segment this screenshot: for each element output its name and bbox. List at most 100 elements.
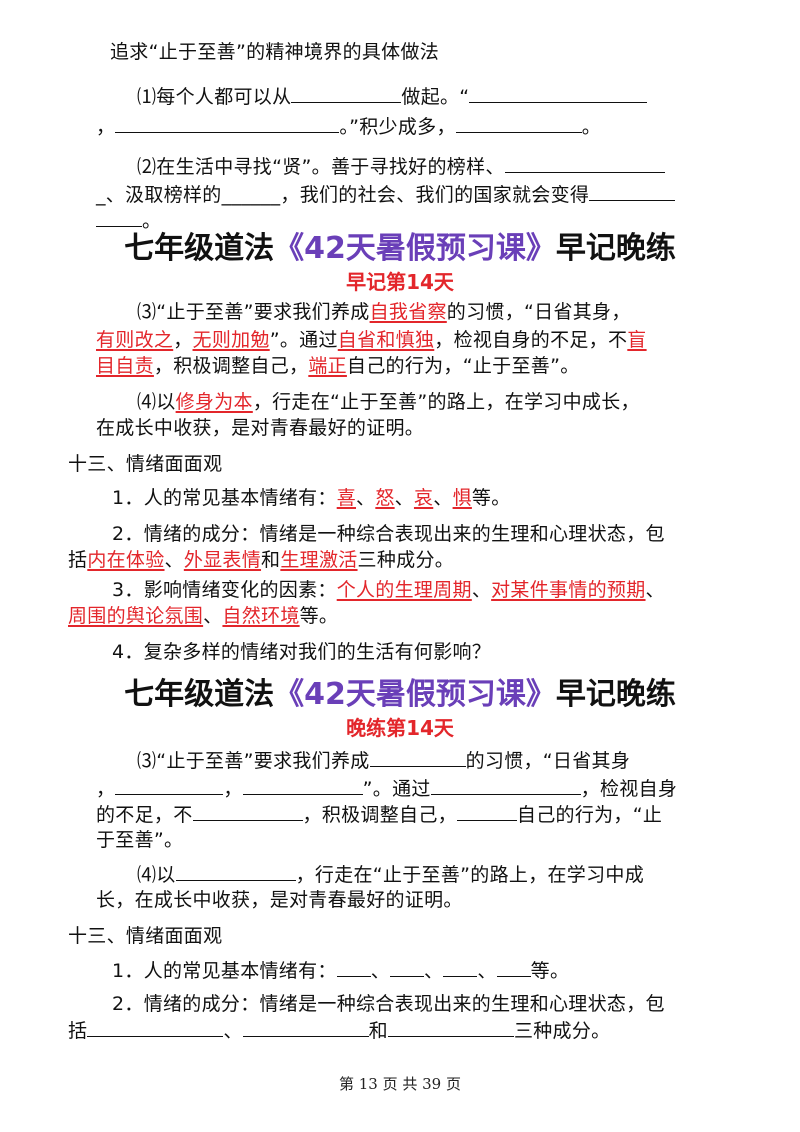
text: 做起。“ [401, 86, 470, 108]
text: 等。 [299, 605, 339, 627]
answer-text: 哀 [413, 487, 434, 509]
paragraph-line: ⑶“止于至善”要求我们养成自我省察的习惯，“日省其身， [137, 300, 631, 324]
answer-text: 惧 [452, 487, 472, 509]
text: ⑶“止于至善”要求我们养成 [137, 750, 370, 772]
text: 、 [203, 605, 223, 627]
text: 1．人的常见基本情绪有： [112, 960, 337, 982]
text: ， [96, 778, 116, 800]
blank-line [390, 958, 425, 977]
blank-line [456, 802, 517, 821]
paragraph-line: 有则改之，无则加勉”。通过自省和慎独，检视自身的不足，不盲 [96, 328, 647, 352]
text: 、 [223, 1020, 243, 1042]
blank-line [336, 958, 371, 977]
text: ⑵在生活中寻找“贤”。善于寻找好的榜样、 [137, 156, 505, 178]
text: 、 [433, 487, 453, 509]
blank-line [242, 776, 363, 795]
paragraph-line: 于至善”。 [96, 828, 183, 852]
morning-subtitle: 早记第14天 [346, 270, 454, 294]
evening-subtitle: 晚练第14天 [346, 716, 454, 740]
text: 、 [394, 487, 414, 509]
text: 括 [68, 549, 88, 571]
text: 、 [164, 549, 184, 571]
paragraph-line: 。 [96, 208, 161, 233]
answer-text: 生理激活 [280, 549, 358, 571]
blank-line [115, 114, 340, 133]
blank-line [589, 182, 676, 201]
text: 等。 [530, 960, 570, 982]
text: 、 [471, 579, 492, 601]
answer-text: 自我省察 [369, 301, 447, 323]
section-title: 十三、情绪面面观 [68, 453, 223, 475]
text: 于至善”。 [96, 829, 184, 851]
text: 和 [261, 549, 281, 571]
list-item: 周围的舆论氛围、自然环境等。 [68, 604, 338, 628]
list-item: 1．人的常见基本情绪有：、、、等。 [112, 958, 569, 983]
morning-title: 七年级道法《42天暑假预习课》早记晚练 [0, 230, 800, 268]
text: ，检视自身的不足，不 [434, 329, 628, 351]
paragraph-line: 长，在成长中收获，是对青春最好的证明。 [96, 888, 463, 912]
text: 和 [368, 1020, 388, 1042]
blank-line [496, 958, 531, 977]
answer-text: 无则加勉 [192, 329, 270, 351]
paragraph-line: _、汲取榜样的______，我们的社会、我们的国家就会变得 [96, 182, 676, 207]
list-item: 1．人的常见基本情绪有：喜、怒、哀、惧等。 [112, 486, 511, 510]
text: 的习惯，“日省其身， [446, 301, 631, 323]
blank-line [96, 208, 142, 227]
blank-line [369, 748, 466, 767]
blank-line [455, 114, 582, 133]
list-item: 2．情绪的成分：情绪是一种综合表现出来的生理和心理状态，包 [112, 992, 665, 1016]
answer-text: 有则改之 [96, 329, 174, 351]
blank-line [291, 84, 402, 103]
paragraph-line: ⑵在生活中寻找“贤”。善于寻找好的榜样、 [137, 154, 665, 179]
answer-text: 个人的生理周期 [336, 579, 472, 601]
text: ⑷以 [137, 864, 176, 886]
section-heading: 追求“止于至善”的精神境界的具体做法 [110, 41, 440, 63]
text: 。 [581, 116, 602, 138]
list-item: 2．情绪的成分：情绪是一种综合表现出来的生理和心理状态，包 [112, 522, 665, 546]
text: ， [96, 116, 116, 138]
answer-text: 自省和慎独 [337, 329, 435, 351]
text: 、 [356, 487, 376, 509]
text: 的习惯，“日省其身 [465, 750, 631, 772]
blank-line [192, 802, 303, 821]
evening-title: 七年级道法《42天暑假预习课》早记晚练 [0, 676, 800, 714]
blank-line [87, 1018, 224, 1037]
paragraph-line: 在成长中收获，是对青春最好的证明。 [96, 416, 424, 440]
blank-line [387, 1018, 514, 1037]
text: 、 [645, 579, 665, 601]
title-text: 早记晚练 [555, 677, 676, 712]
blank-line [430, 776, 581, 795]
paragraph-line: ⑴每个人都可以从做起。“ [137, 84, 648, 109]
text: 、 [370, 960, 391, 982]
paragraph-line: ，，”。通过，检视自身 [96, 776, 677, 801]
text: 三种成分。 [357, 549, 455, 571]
text: ，检视自身 [580, 778, 678, 800]
text: ，行走在“止于至善”的路上，在学习中成 [295, 864, 644, 886]
text: ，行走在“止于至善”的路上，在学习中成长， [252, 391, 640, 413]
answer-text: 目自责 [96, 355, 154, 377]
text: 、 [477, 960, 497, 982]
blank-line [469, 84, 648, 103]
paragraph-line: ⑷以 ，行走在“止于至善”的路上，在学习中成 [137, 862, 644, 887]
paragraph-line: ⑶“止于至善”要求我们养成 的习惯，“日省其身 [137, 748, 630, 773]
answer-text: 盲 [627, 329, 647, 351]
answer-text: 喜 [336, 487, 357, 509]
text: 。”积少成多， [339, 116, 456, 138]
text: ⑶“止于至善”要求我们养成 [137, 301, 370, 323]
list-item: 括、和三种成分。 [68, 1018, 610, 1043]
blank-line [504, 154, 665, 173]
text: 2．情绪的成分：情绪是一种综合表现出来的生理和心理状态，包 [112, 523, 665, 545]
answer-text: 对某件事情的预期 [491, 579, 646, 601]
text: 长，在成长中收获，是对青春最好的证明。 [96, 889, 463, 911]
text: 3．影响情绪变化的因素： [112, 579, 337, 601]
title-highlight: 《42天暑假预习课》 [274, 231, 556, 266]
text: 三种成分。 [513, 1020, 611, 1042]
text: 1．人的常见基本情绪有： [112, 487, 337, 509]
text: 等。 [471, 487, 511, 509]
title-text: 七年级道法 [124, 677, 275, 712]
title-highlight: 《42天暑假预习课》 [274, 677, 556, 712]
list-item: 3．影响情绪变化的因素：个人的生理周期、对某件事情的预期、 [112, 578, 665, 602]
answer-text: 自然环境 [222, 605, 300, 627]
text: 自己的行为，“止于至善”。 [346, 355, 580, 377]
